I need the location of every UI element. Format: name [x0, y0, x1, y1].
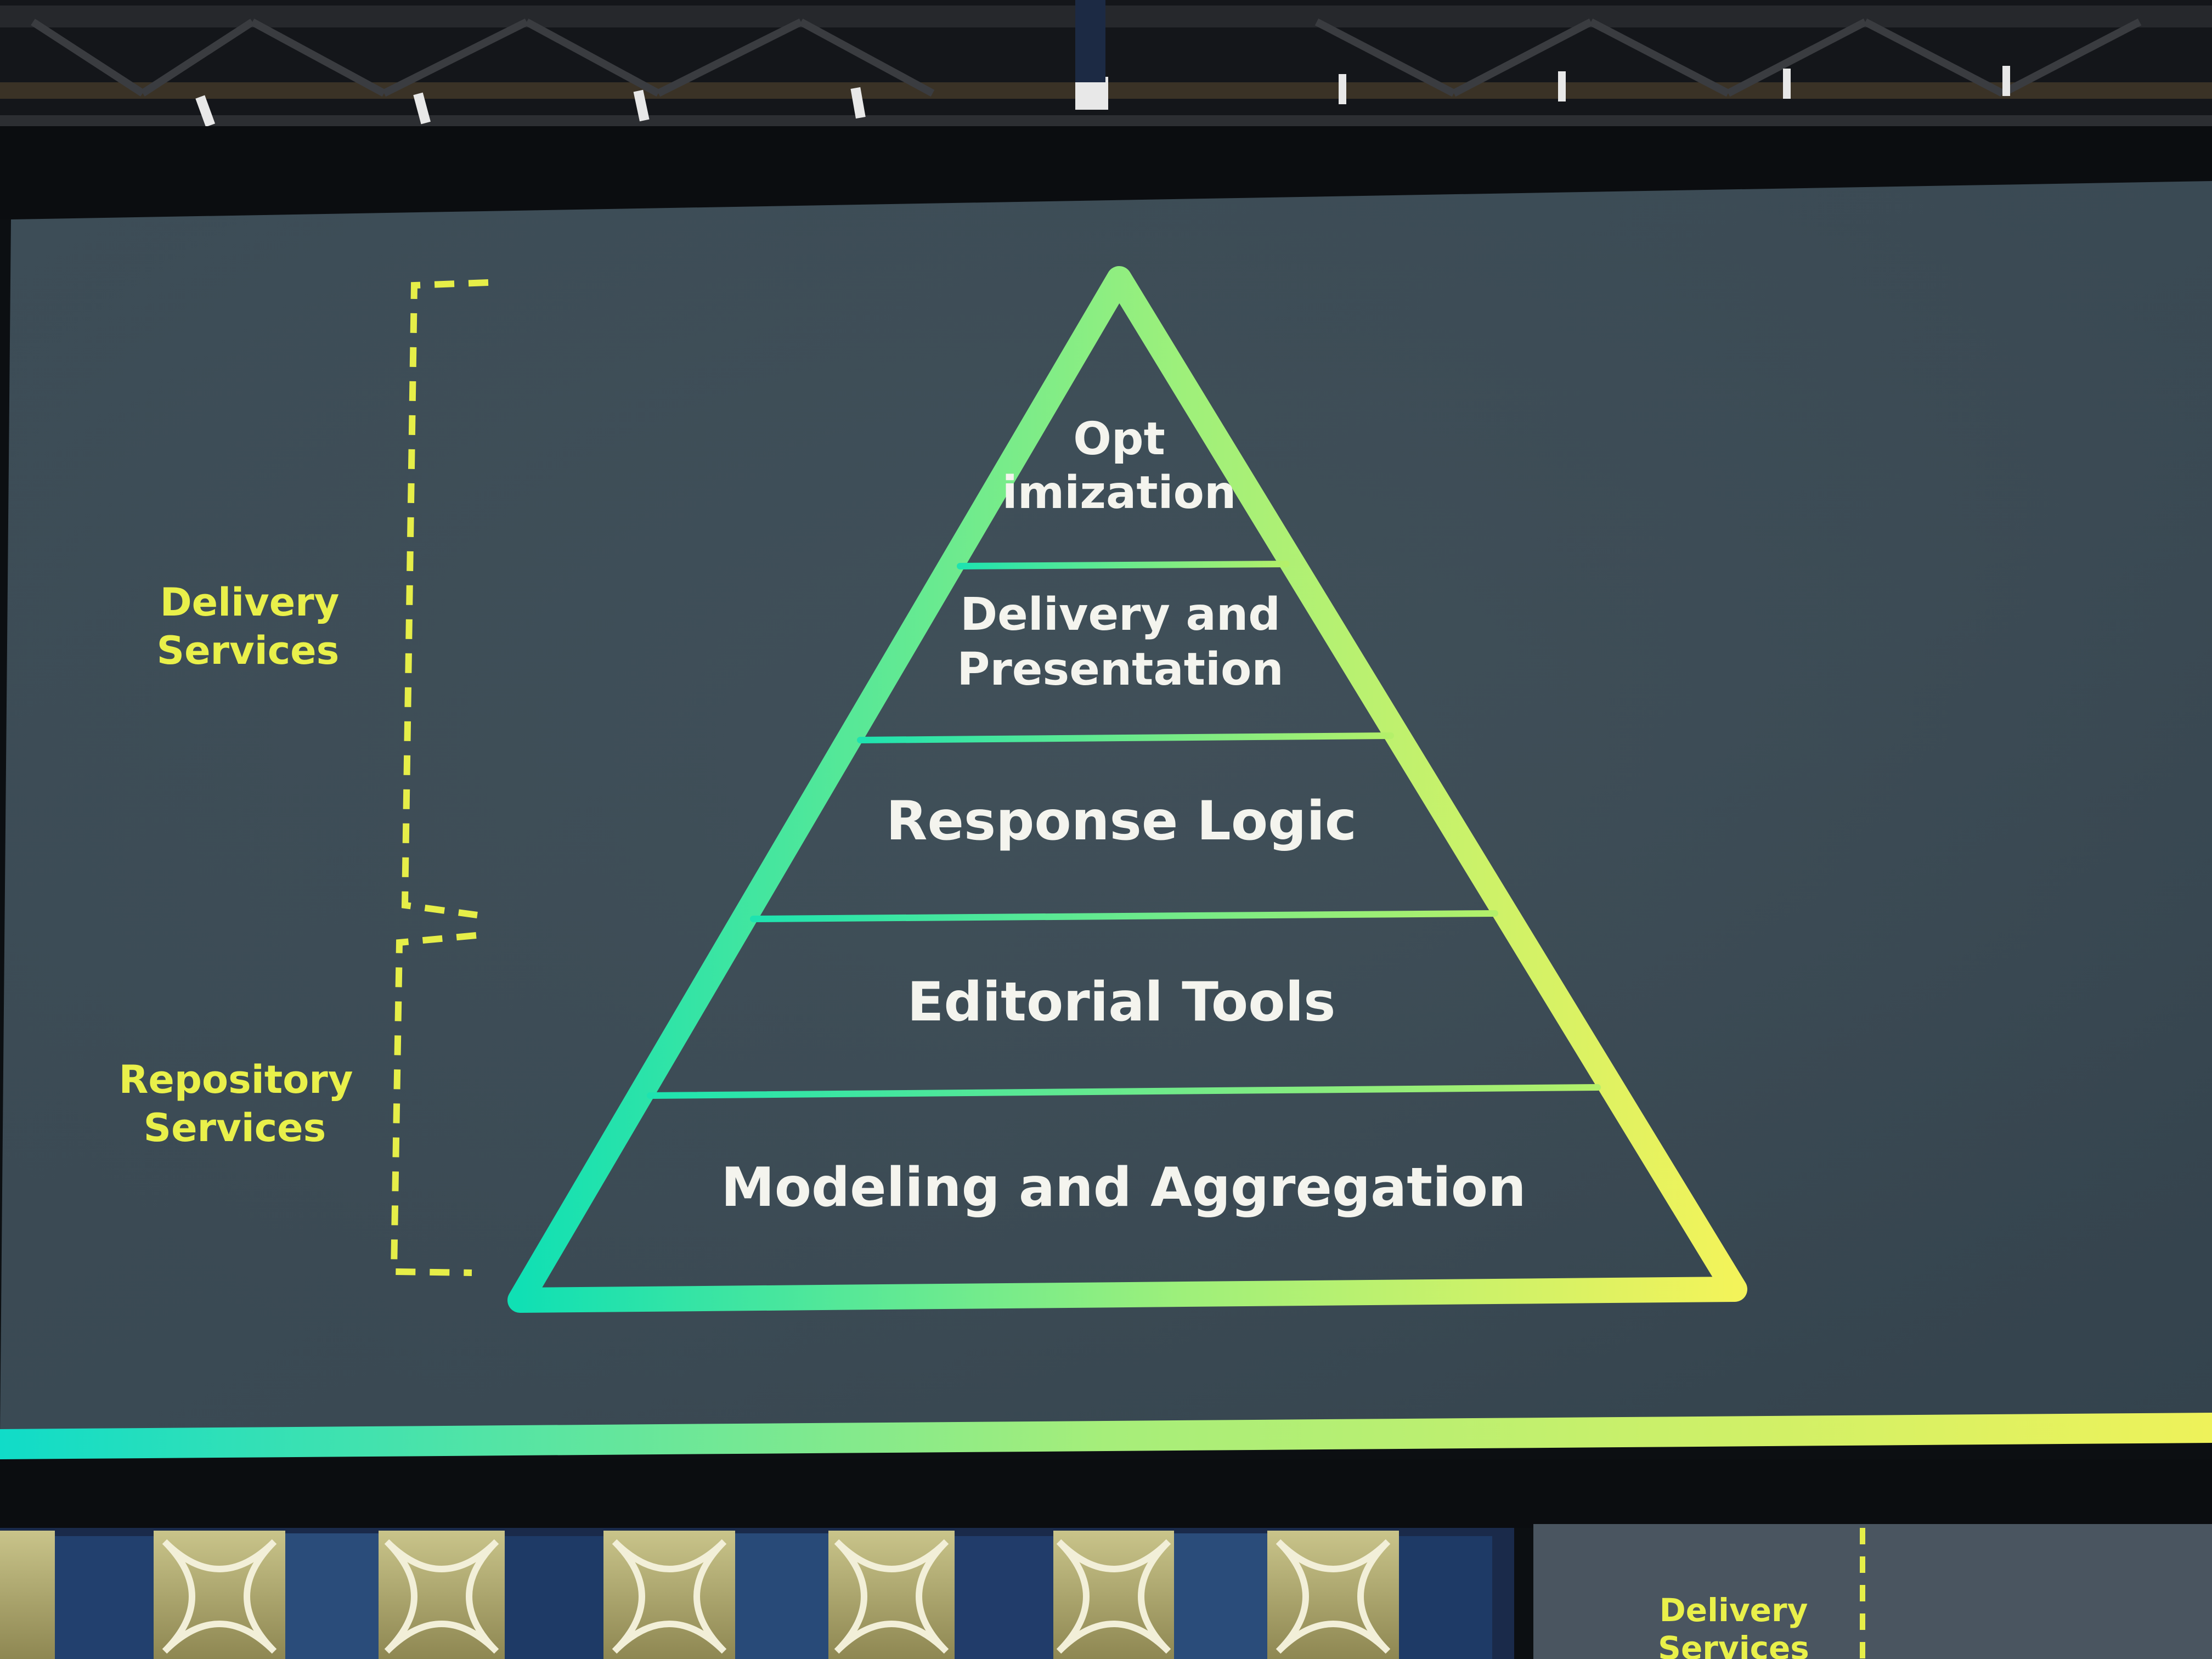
side-screen-label-line1: Delivery — [1660, 1592, 1808, 1629]
layer-label-optimization-line1: Opt — [1073, 413, 1165, 465]
side-screen: Delivery Services — [1533, 1524, 2212, 1659]
side-screen-label-line2: Services — [1658, 1629, 1809, 1659]
layer-label-editorial-tools: Editorial Tools — [907, 971, 1335, 1034]
layer-label-delivery-line1: Delivery and — [960, 589, 1280, 641]
stage-lower-band — [0, 1459, 2212, 1528]
layer-label-optimization-line2: imization — [1002, 467, 1237, 519]
group-label-delivery-line2: Services — [157, 628, 340, 673]
layer-label-delivery-line2: Presentation — [957, 644, 1284, 696]
group-label-delivery-line1: Delivery — [160, 580, 340, 625]
layer-label-modeling-aggregation: Modeling and Aggregation — [721, 1156, 1526, 1219]
layer-divider-1 — [960, 564, 1286, 566]
led-video-wall — [0, 1528, 1514, 1659]
group-label-repository-line1: Repository — [119, 1057, 353, 1102]
group-label-repository-line2: Services — [144, 1105, 326, 1150]
layer-divider-2 — [860, 736, 1391, 740]
layer-label-response-logic: Response Logic — [886, 790, 1357, 853]
